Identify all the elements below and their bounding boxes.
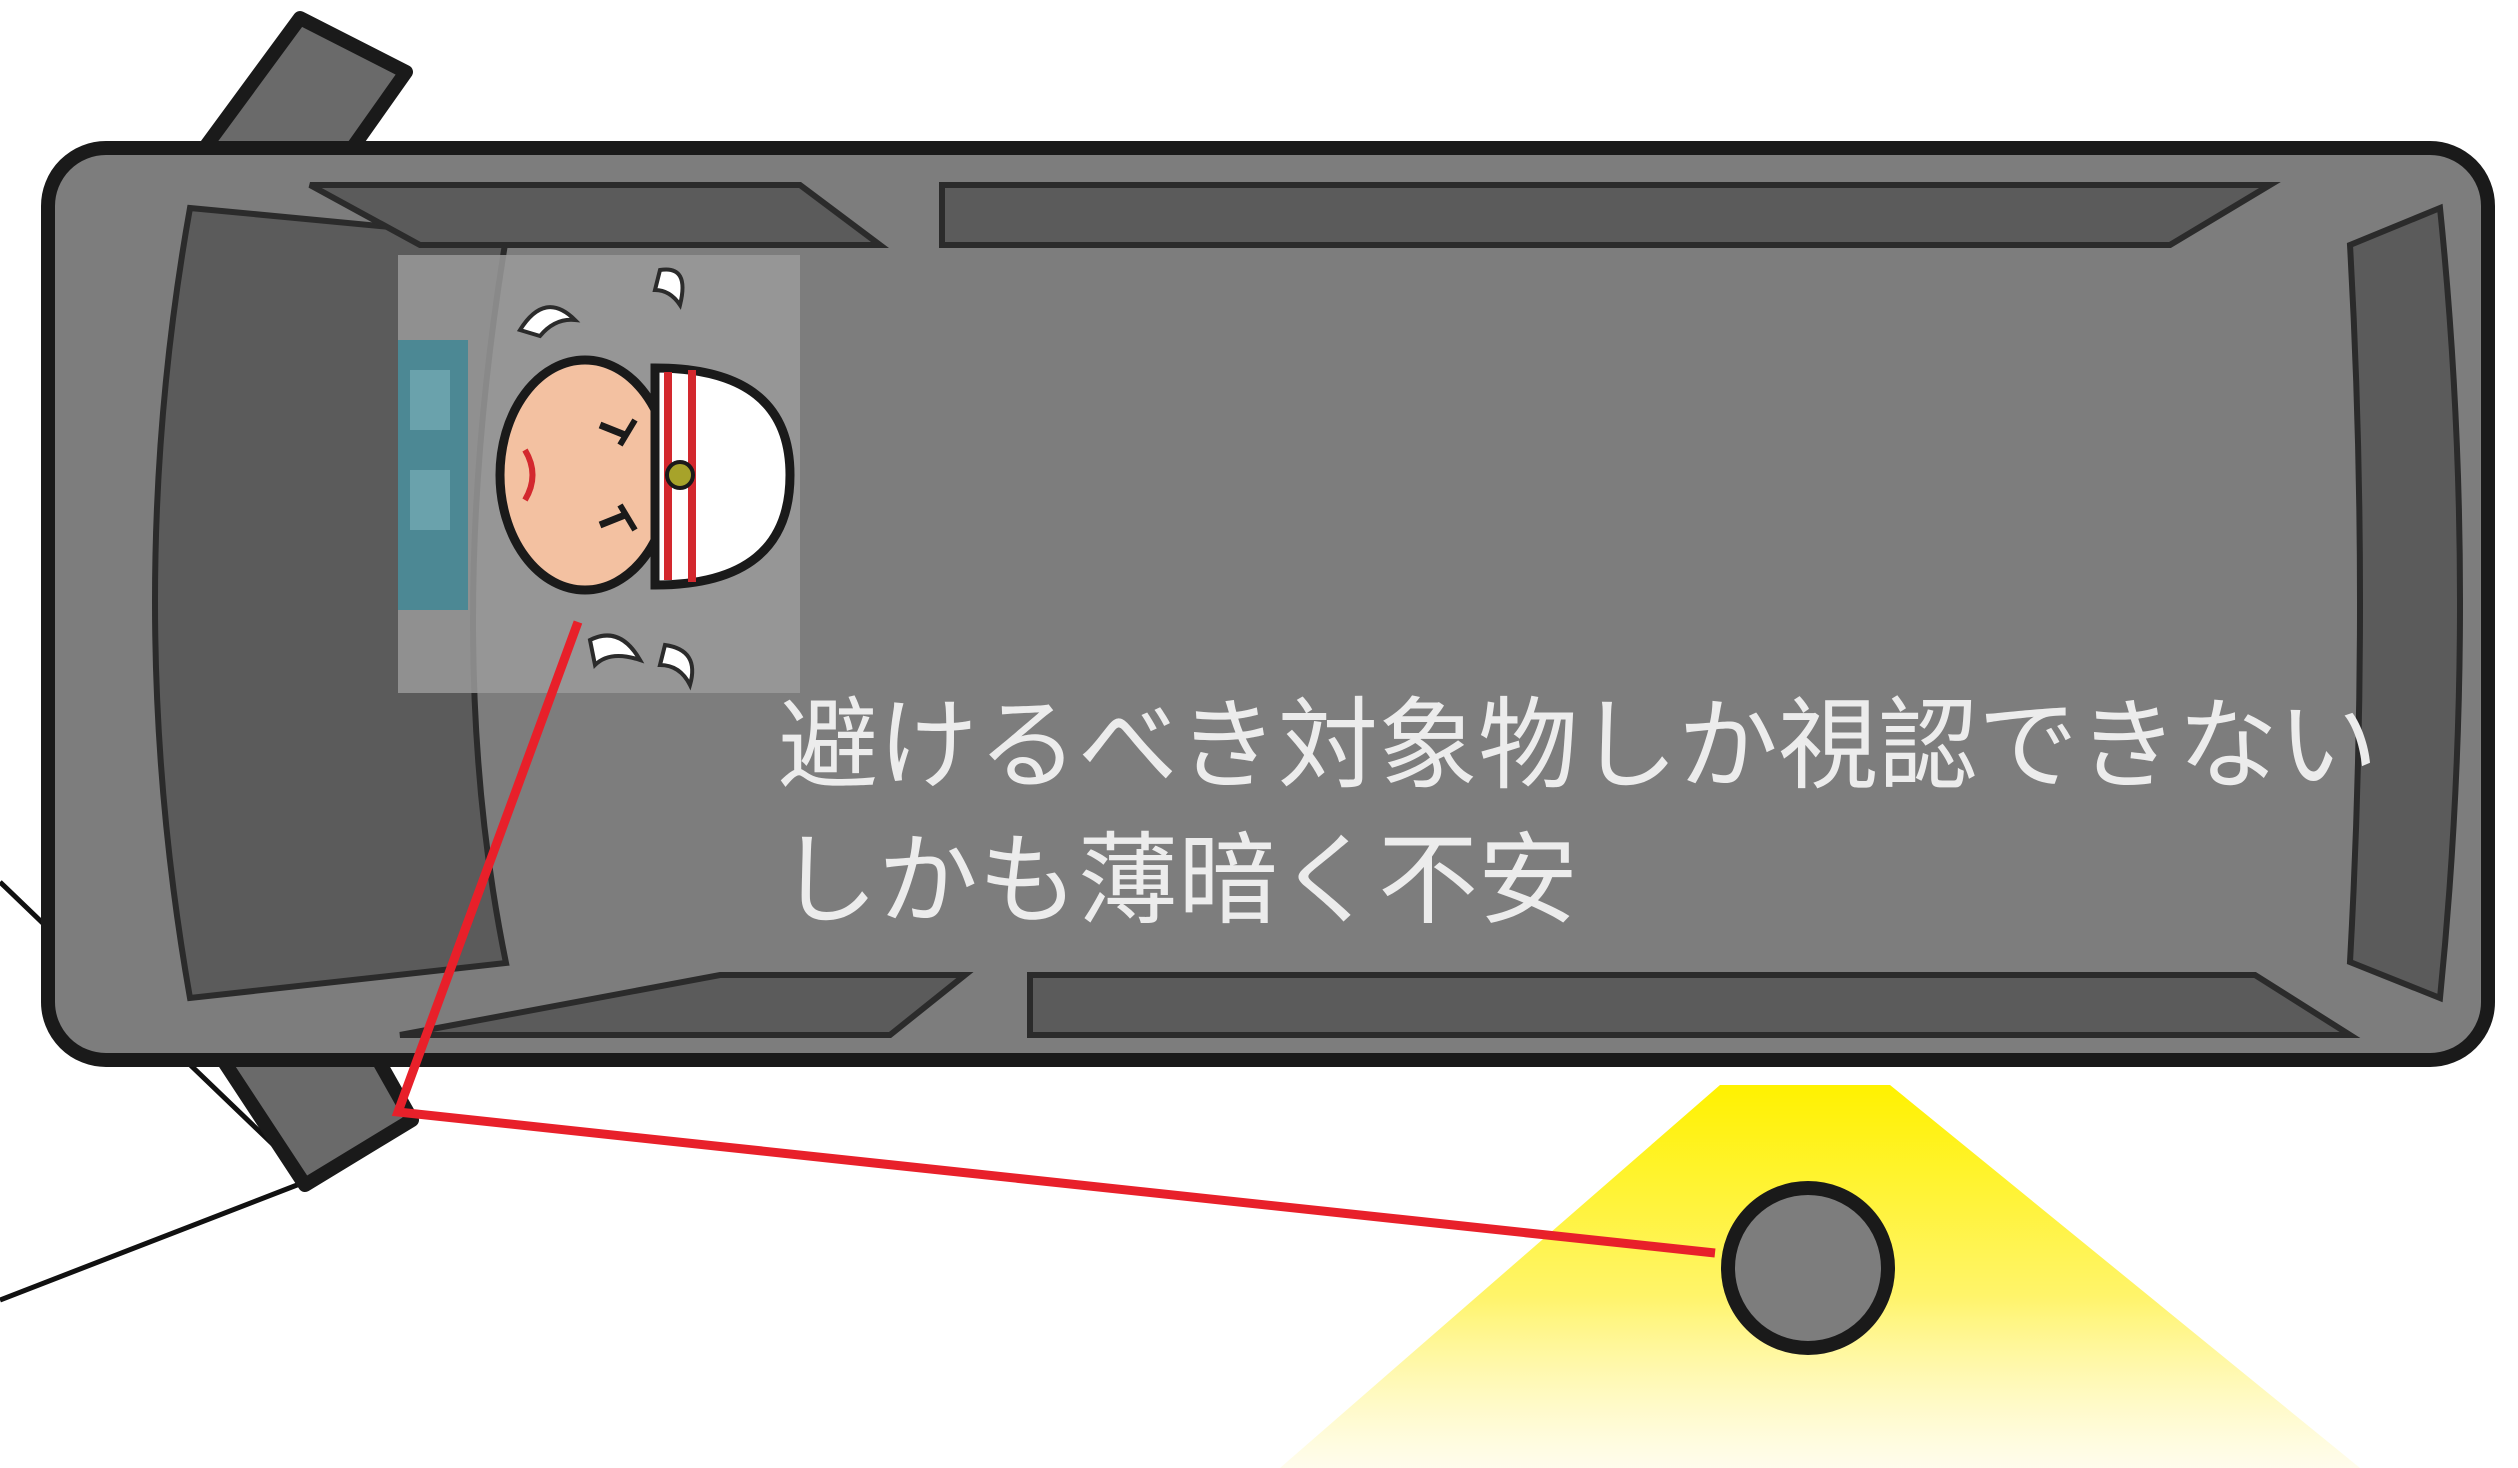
sweating-driver-with-headband-icon (398, 255, 800, 693)
rear-window (2346, 203, 2463, 1003)
caption-line-2: しかも薄暗く不安 (778, 822, 1578, 939)
sight-line (391, 620, 1716, 1258)
guide-line-lower (0, 1177, 311, 1303)
bottom-window-rear (1027, 972, 2361, 1038)
top-window-front (308, 182, 889, 248)
caption-line-1: 避けるべき対象物しか視認できない (778, 687, 2378, 804)
round-obstacle-icon (1721, 1181, 1895, 1355)
top-window-rear (939, 182, 2281, 248)
bottom-window-front (399, 972, 974, 1038)
